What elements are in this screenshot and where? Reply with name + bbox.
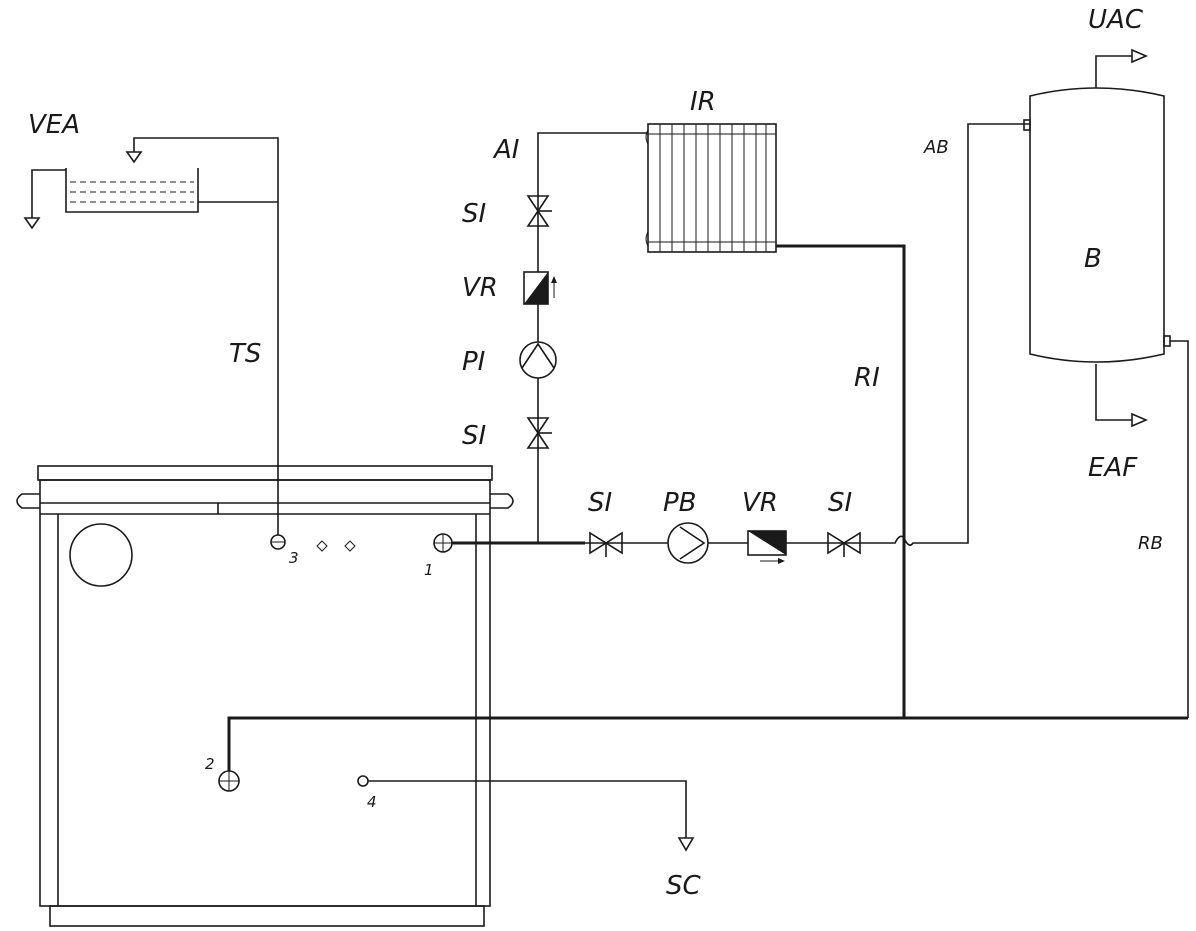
shutoff-valve-si-low-right[interactable] [827,531,861,557]
radiator-ir[interactable] [645,123,777,253]
pump-pb[interactable] [667,522,709,564]
label-vea: VEA [28,110,80,140]
check-valve-vr-low[interactable] [747,530,787,564]
port-1[interactable] [433,533,453,553]
label-sc: SC [666,871,702,901]
boiler [16,465,514,927]
hot-water-outlet-pipe [1095,55,1132,88]
label-uac: UAC [1088,5,1144,35]
drain-arrow-icon [677,837,695,852]
indicator-diamond [316,540,328,552]
boiler-porthole [69,523,133,587]
shutoff-valve-si-low-left[interactable] [589,531,623,557]
shutoff-valve-si-mid[interactable] [526,417,552,449]
label-ir: IR [690,87,716,117]
label-vr-top: VR [462,273,498,303]
port-4-label: 4 [367,793,377,811]
return-pipe-rb [1170,340,1189,718]
flow-pipe-ai [537,132,648,543]
port-2-label: 2 [205,755,215,773]
boiler-handle-left[interactable] [16,493,40,509]
vent-arrow-icon [125,151,143,164]
safety-pipe-ts [133,137,279,535]
port-3-label: 3 [289,549,299,567]
hot-water-cylinder-b[interactable] [1023,87,1171,363]
cold-water-inlet-pipe [1095,364,1132,421]
flow-pipe-ab [868,123,1030,546]
boiler-handle-right[interactable] [490,493,514,509]
label-si-low-right: SI [828,488,852,518]
label-vr-low: VR [742,488,778,518]
label-b: B [1084,244,1102,274]
label-eaf: EAF [1088,453,1138,483]
drain-pipe-sc [368,780,687,838]
common-return-pipe [227,716,1188,771]
indicator-diamond [344,540,356,552]
label-si-mid: SI [462,421,486,451]
expansion-tank [23,168,199,230]
label-ai: AI [492,135,519,165]
inlet-arrow-icon [1131,412,1149,428]
pump-pi[interactable] [519,341,557,379]
port-2[interactable] [218,770,240,792]
overflow-arrow-icon [23,217,41,230]
boiler-top-plate [37,465,493,481]
port-3[interactable] [270,534,286,550]
label-si-low-left: SI [588,488,612,518]
port-1-label: 1 [424,561,434,579]
label-pi: PI [462,347,485,377]
boiler-body [39,479,491,907]
boiler-base [49,905,485,927]
label-pb: PB [663,488,697,518]
label-ts: TS [229,339,261,369]
label-si-top: SI [462,199,486,229]
shutoff-valve-si-top[interactable] [526,195,552,227]
return-pipe-ri [776,244,906,718]
port-4[interactable] [357,775,369,787]
label-ab: AB [923,137,949,158]
label-ri: RI [854,363,880,393]
check-valve-vr-top[interactable] [523,271,557,305]
label-rb: RB [1138,533,1163,554]
outlet-arrow-icon [1131,48,1149,64]
